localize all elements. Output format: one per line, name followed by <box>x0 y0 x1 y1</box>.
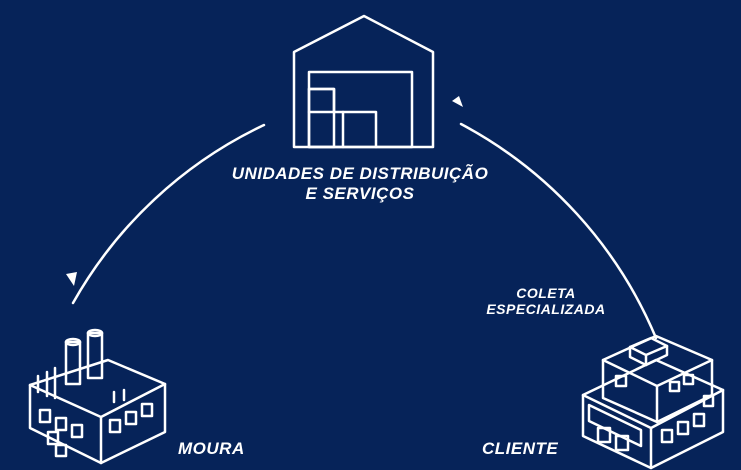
hub-label-line2: E SERVIÇOS <box>305 183 415 203</box>
hub-label-line1: UNIDADES DE DISTRIBUIÇÃO <box>231 164 489 183</box>
store-building-icon <box>581 334 725 470</box>
edge-label-line1: COLETA <box>516 285 576 301</box>
cliente-label: CLIENTE <box>482 439 559 458</box>
edge-label-line2: ESPECIALIZADA <box>486 301 606 318</box>
cycle-arc-right <box>459 122 658 340</box>
warehouse-icon <box>292 14 435 149</box>
edge-label: COLETA ESPECIALIZADA <box>466 285 626 317</box>
arrow-left-icon <box>66 272 77 286</box>
moura-label: MOURA <box>178 439 245 458</box>
hub-label: UNIDADES DE DISTRIBUIÇÃO E SERVIÇOS <box>190 164 530 203</box>
arrow-right-icon <box>452 96 463 107</box>
cycle-arc-left <box>71 123 266 305</box>
factory-icon <box>28 328 167 465</box>
